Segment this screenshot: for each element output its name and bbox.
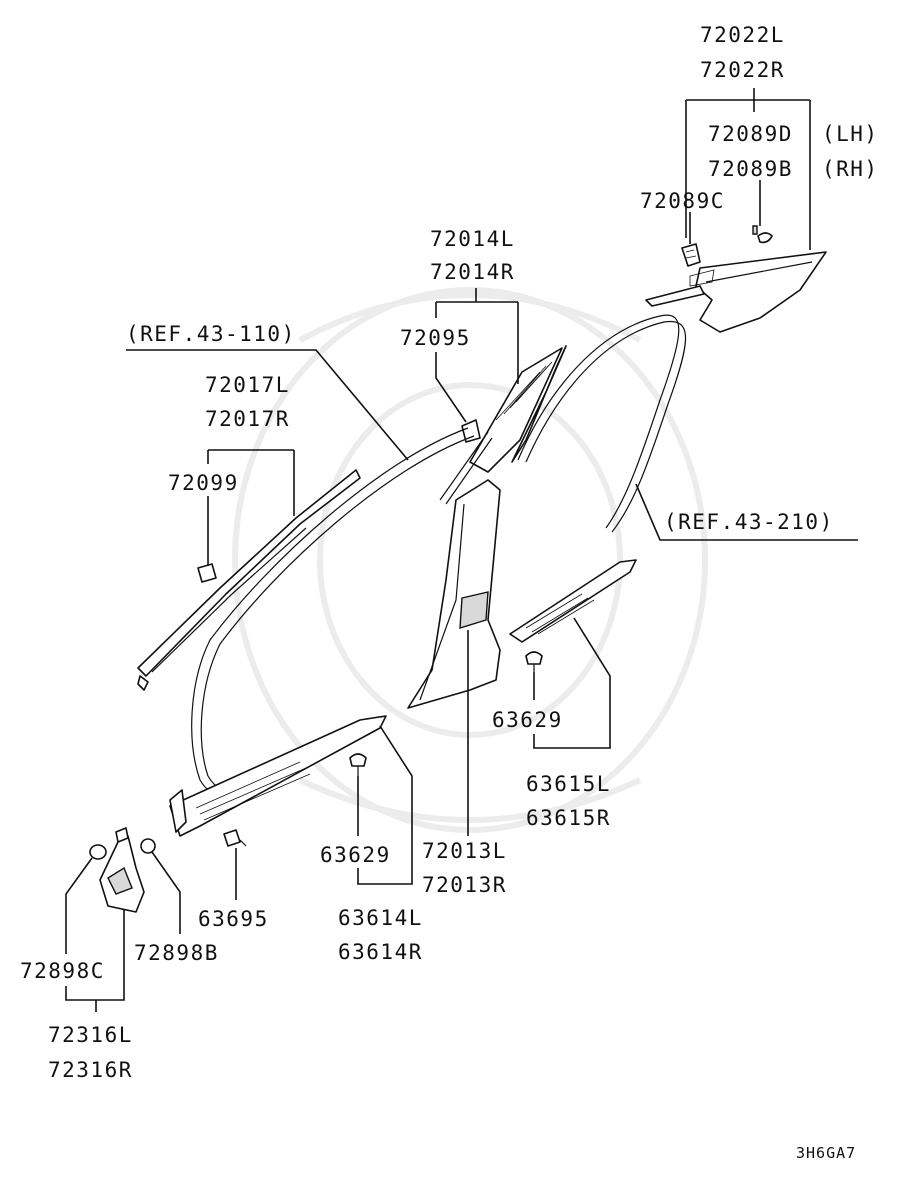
- label-72089D: 72089D: [708, 122, 793, 146]
- label-63615L: 63615L: [526, 772, 611, 796]
- label-72022R: 72022R: [700, 58, 785, 82]
- part-roof-bracket: [645, 285, 705, 307]
- part-72316-clip-top: [115, 827, 129, 843]
- label-63629-rear: 63629: [492, 708, 563, 732]
- label-lh: (LH): [822, 122, 879, 146]
- part-72095-clip: [461, 419, 481, 443]
- leader-lines: [65, 88, 858, 1012]
- part-72089C-clip: [681, 243, 701, 267]
- part-72089-clip: [752, 225, 773, 244]
- label-72099: 72099: [168, 471, 239, 495]
- part-72022-quarter-trim: [689, 251, 827, 333]
- part-63614-front-scuff: [169, 715, 387, 837]
- watermark-emblem: [232, 287, 708, 833]
- part-labels: 72022L 72022R 72089D (LH) 72089B (RH) 72…: [20, 23, 879, 1162]
- label-72898C: 72898C: [20, 959, 105, 983]
- part-63629-clip-front: [349, 753, 367, 776]
- part-front-weatherstrip: [191, 427, 493, 798]
- part-72017-front-pillar: [137, 469, 361, 691]
- part-72014-pillar-upper: [469, 345, 567, 473]
- label-72316L: 72316L: [48, 1023, 133, 1047]
- label-72022L: 72022L: [700, 23, 785, 47]
- label-63615R: 63615R: [526, 806, 611, 830]
- diagram-code: 3H6GA7: [796, 1144, 856, 1162]
- label-72316R: 72316R: [48, 1058, 133, 1082]
- label-72898B: 72898B: [134, 941, 219, 965]
- label-72013L: 72013L: [422, 839, 507, 863]
- label-ref-43-210: (REF.43-210): [664, 510, 834, 534]
- label-63614R: 63614R: [338, 940, 423, 964]
- part-72013-pillar-lower: [407, 479, 501, 709]
- part-63629-clip-rear: [525, 651, 543, 672]
- label-72014R: 72014R: [430, 260, 515, 284]
- part-63695-screw: [223, 829, 247, 847]
- label-72013R: 72013R: [422, 873, 507, 897]
- label-72089B: 72089B: [708, 157, 793, 181]
- part-72316-kick-panel: [99, 835, 145, 913]
- label-63614L: 63614L: [338, 906, 423, 930]
- label-rh: (RH): [822, 157, 879, 181]
- label-63629-front: 63629: [320, 843, 391, 867]
- label-ref-43-110: (REF.43-110): [126, 322, 296, 346]
- label-72017L: 72017L: [205, 373, 290, 397]
- label-72089C: 72089C: [640, 189, 725, 213]
- label-63695: 63695: [198, 907, 269, 931]
- label-72014L: 72014L: [430, 227, 515, 251]
- part-72099-clip: [197, 563, 217, 583]
- part-72898C-clip: [89, 844, 107, 860]
- part-72898B-clip: [140, 838, 156, 854]
- label-72017R: 72017R: [205, 407, 290, 431]
- label-72095: 72095: [400, 326, 471, 350]
- part-63615-rear-scuff: [509, 559, 637, 643]
- part-rear-weatherstrip: [517, 314, 687, 533]
